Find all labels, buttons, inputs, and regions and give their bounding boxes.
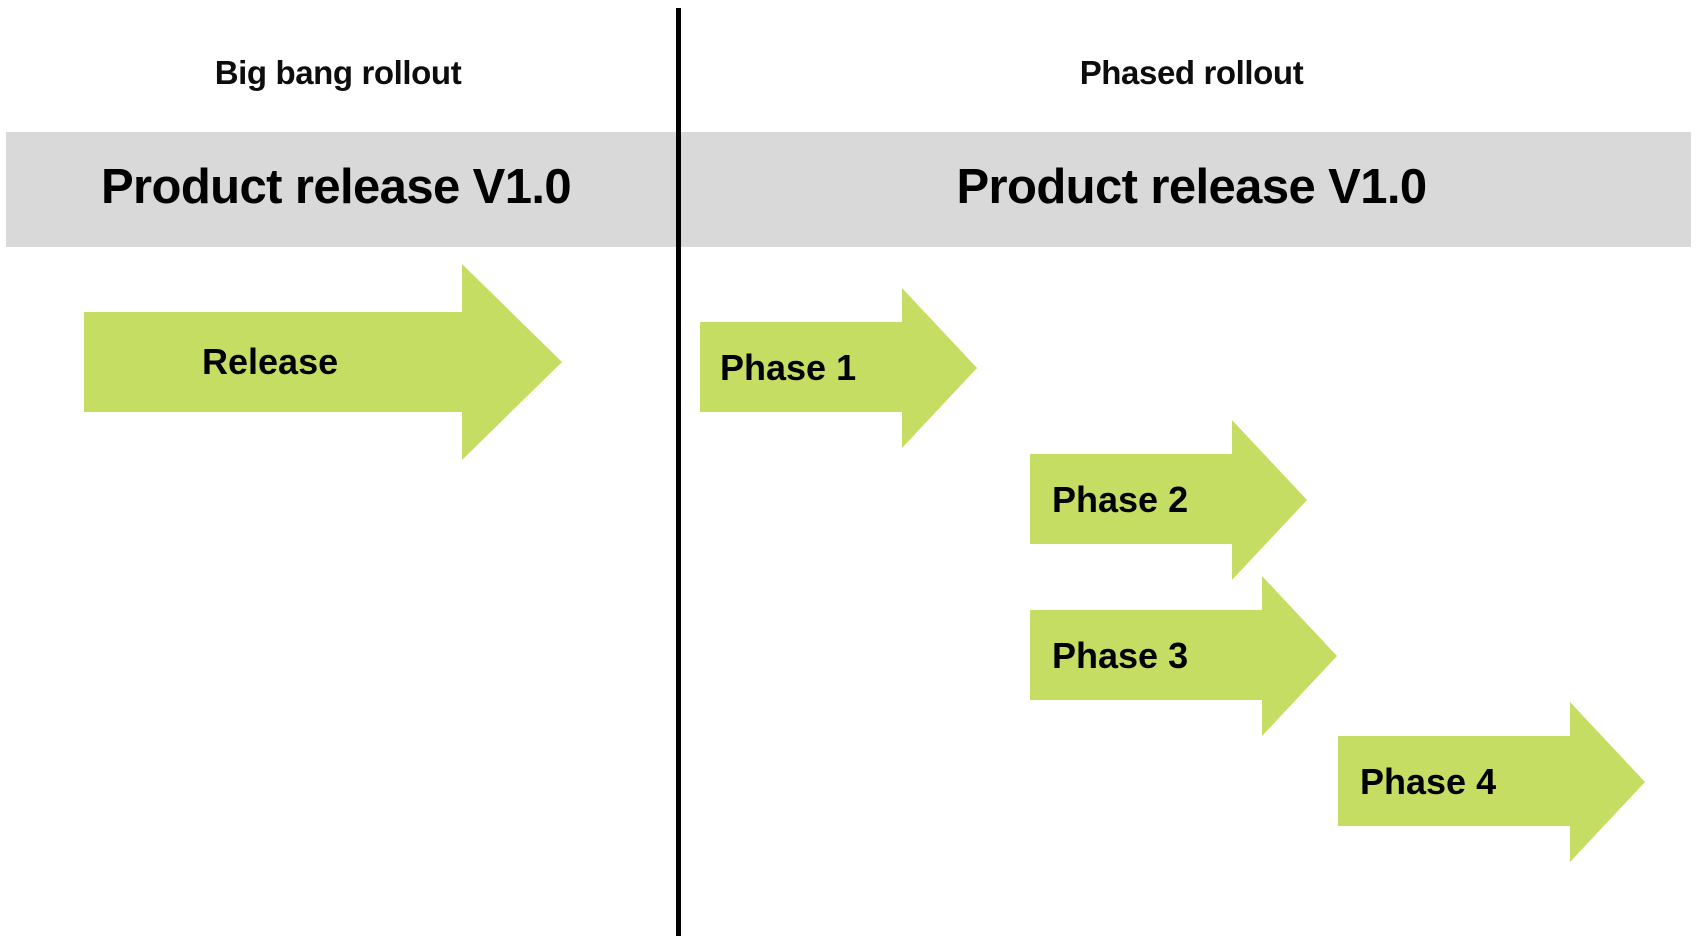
- arrow-shape-phase-3: [1030, 576, 1337, 736]
- arrow-phase-2: Phase 2: [1030, 420, 1307, 580]
- arrow-shape-release: [84, 264, 562, 460]
- release-band: [6, 132, 1691, 247]
- arrow-polygon: [84, 264, 562, 460]
- right-release-title: Product release V1.0: [956, 160, 1427, 214]
- arrow-shape-phase-1: [700, 288, 977, 448]
- arrow-shape-phase-2: [1030, 420, 1307, 580]
- arrow-polygon: [1338, 702, 1645, 862]
- vertical-divider: [676, 8, 681, 936]
- arrow-phase-1: Phase 1: [700, 288, 977, 448]
- arrow-polygon: [700, 288, 977, 448]
- arrow-polygon: [1030, 576, 1337, 736]
- left-release-title: Product release V1.0: [100, 160, 572, 214]
- arrow-polygon: [1030, 420, 1307, 580]
- arrow-shape-phase-4: [1338, 702, 1645, 862]
- arrow-phase-4: Phase 4: [1338, 702, 1645, 862]
- right-column-caption: Phased rollout: [1079, 54, 1304, 91]
- arrow-release: Release: [84, 264, 562, 460]
- arrow-phase-3: Phase 3: [1030, 576, 1337, 736]
- left-column-caption: Big bang rollout: [214, 54, 462, 91]
